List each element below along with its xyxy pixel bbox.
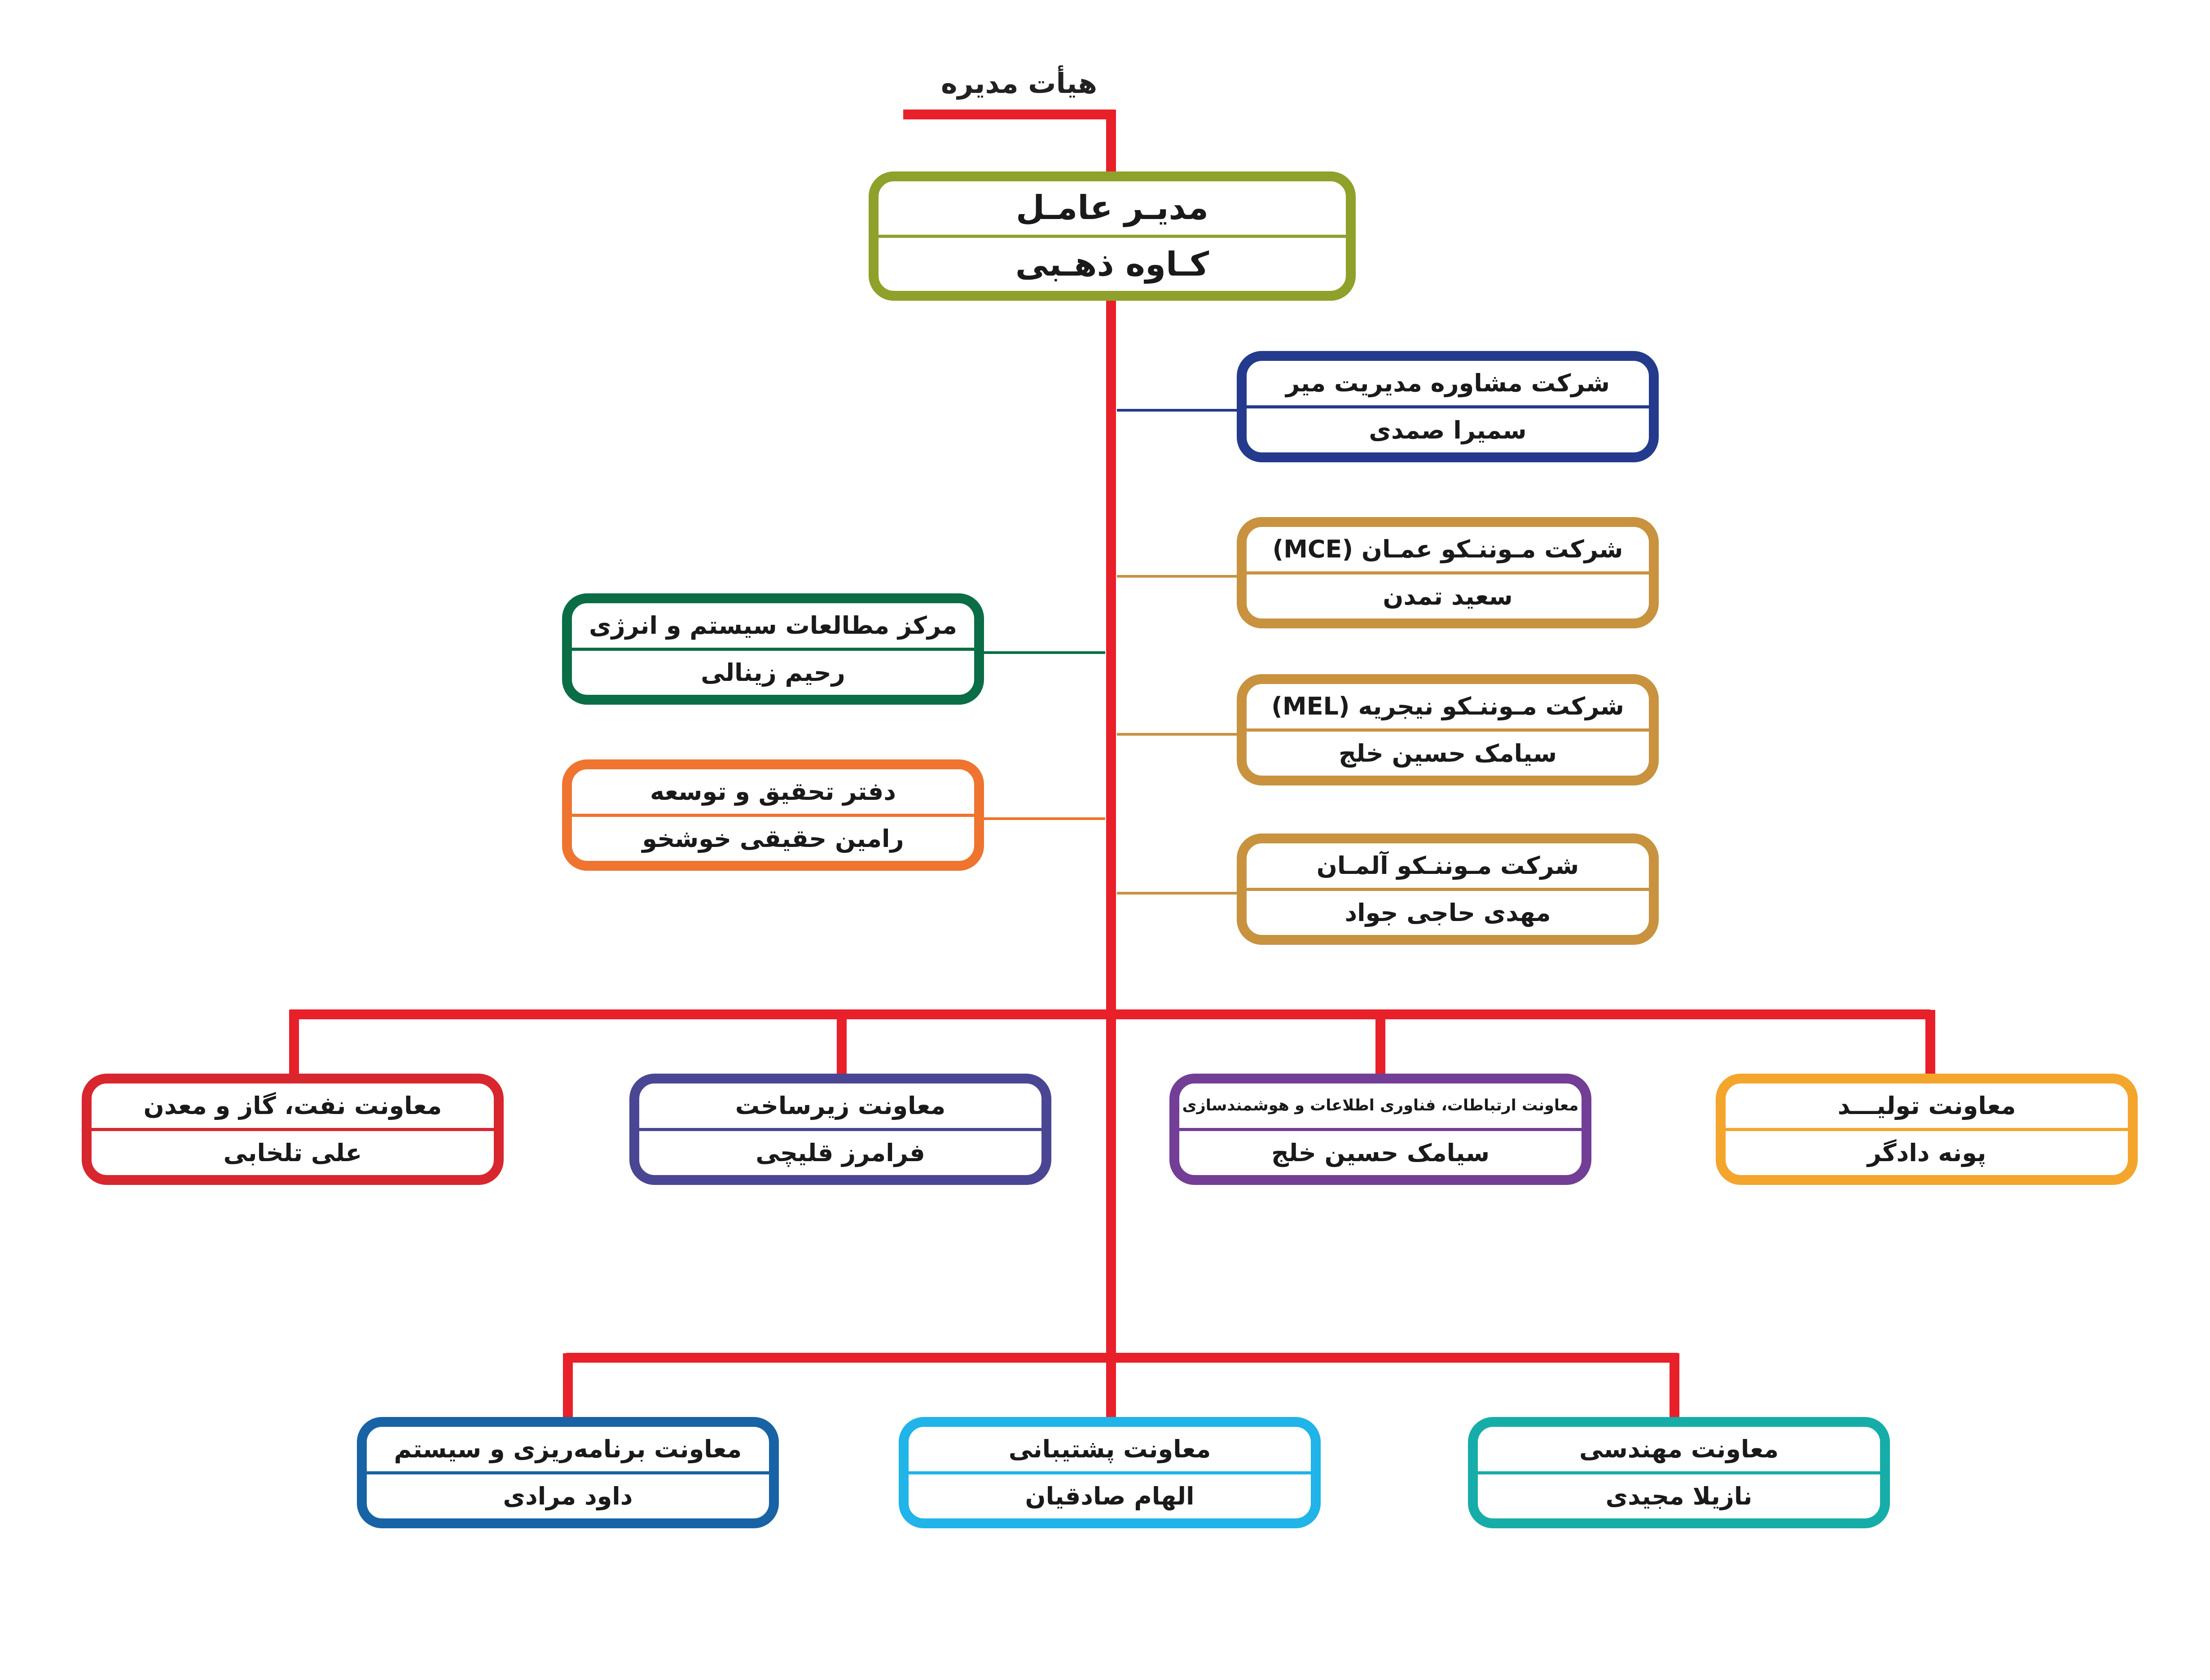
box-divider (1247, 887, 1649, 891)
company-title: شرکت مـوننـکو نیجریه (MEL) (1271, 692, 1624, 720)
box-divider (92, 1127, 494, 1131)
company-manager: سمیرا صمدی (1369, 416, 1527, 445)
unit-title: دفتر تحقیق و توسعه (650, 777, 896, 806)
deputy-name: فرامرز قلیچی (756, 1139, 925, 1167)
deputy-box-oil-gas-mining[interactable]: معاونت نفت، گاز و معدن علی تلخابی (82, 1074, 504, 1185)
box-divider (367, 1471, 769, 1474)
board-label: هیأت مدیره (940, 66, 1098, 100)
deputy-box-production[interactable]: معاونت تولیـــد پونه دادگر (1716, 1074, 2138, 1185)
company-title: شرکت مشاوره مدیریت میر (1286, 368, 1610, 397)
deputy-title: معاونت تولیـــد (1837, 1091, 2016, 1120)
box-divider (1478, 1471, 1880, 1474)
box-divider (639, 1127, 1041, 1131)
deputy-title: معاونت برنامه‌ریزی و سیستم (394, 1434, 742, 1463)
deputy-title: معاونت مهندسی (1579, 1434, 1779, 1463)
company-box-nigeria[interactable]: شرکت مـوننـکو نیجریه (MEL) سیامک حسین خل… (1237, 674, 1659, 785)
box-divider (1247, 571, 1649, 575)
ceo-name: کـاوه ذهـبی (1015, 245, 1209, 284)
box-divider (1726, 1127, 2128, 1131)
company-manager: سیامک حسین خلج (1338, 739, 1557, 768)
deputy-name: علی تلخابی (223, 1139, 362, 1167)
deputy-name: داود مرادی (503, 1482, 633, 1511)
box-divider (1179, 1127, 1582, 1131)
deputy-title: معاونت نفت، گاز و معدن (143, 1091, 442, 1120)
deputy-title: معاونت ارتباطات، فناوری اطلاعات و هوشمند… (1182, 1097, 1579, 1115)
box-divider (1247, 405, 1649, 408)
company-title: شرکت مـوننـکو آلمـان (1316, 851, 1579, 880)
deputy-box-infrastructure[interactable]: معاونت زیرساخت فرامرز قلیچی (629, 1074, 1051, 1185)
unit-manager: رامین حقیقی خوشخو (642, 825, 904, 853)
company-manager: مهدی حاجی جواد (1344, 899, 1551, 927)
deputy-name: نازیلا مجیدی (1605, 1482, 1753, 1511)
unit-box-energy-center[interactable]: مرکز مطالعات سیستم و انرژی رحیم زینالی (562, 593, 984, 705)
ceo-divider (879, 234, 1346, 238)
deputy-title: معاونت پشتیبانی (1008, 1434, 1211, 1463)
box-divider (1247, 728, 1649, 732)
company-manager: سعید تمدن (1383, 582, 1513, 611)
box-divider (572, 813, 974, 817)
ceo-title: مدیـر عامـل (1016, 189, 1208, 228)
company-box-oman[interactable]: شرکت مـوننـکو عمـان (MCE) سعید تمدن (1237, 517, 1659, 628)
box-divider (909, 1471, 1311, 1474)
unit-box-rnd-office[interactable]: دفتر تحقیق و توسعه رامین حقیقی خوشخو (562, 759, 984, 871)
ceo-box[interactable]: مدیـر عامـل کـاوه ذهـبی (869, 171, 1356, 301)
deputy-name: سیامک حسین خلج (1271, 1139, 1490, 1167)
unit-title: مرکز مطالعات سیستم و انرژی (589, 611, 957, 640)
deputy-box-planning-system[interactable]: معاونت برنامه‌ریزی و سیستم داود مرادی (357, 1417, 779, 1528)
deputy-name: پونه دادگر (1867, 1139, 1986, 1167)
company-box-mir[interactable]: شرکت مشاوره مدیریت میر سمیرا صمدی (1237, 351, 1659, 462)
unit-manager: رحیم زینالی (701, 658, 845, 687)
deputy-name: الهام صادقیان (1025, 1482, 1195, 1511)
deputy-box-it[interactable]: معاونت ارتباطات، فناوری اطلاعات و هوشمند… (1169, 1074, 1591, 1185)
deputy-box-engineering[interactable]: معاونت مهندسی نازیلا مجیدی (1468, 1417, 1890, 1528)
deputy-box-support[interactable]: معاونت پشتیبانی الهام صادقیان (899, 1417, 1321, 1528)
company-title: شرکت مـوننـکو عمـان (MCE) (1272, 535, 1623, 563)
box-divider (572, 647, 974, 651)
company-box-germany[interactable]: شرکت مـوننـکو آلمـان مهدی حاجی جواد (1237, 833, 1659, 945)
deputy-title: معاونت زیرساخت (735, 1091, 946, 1120)
